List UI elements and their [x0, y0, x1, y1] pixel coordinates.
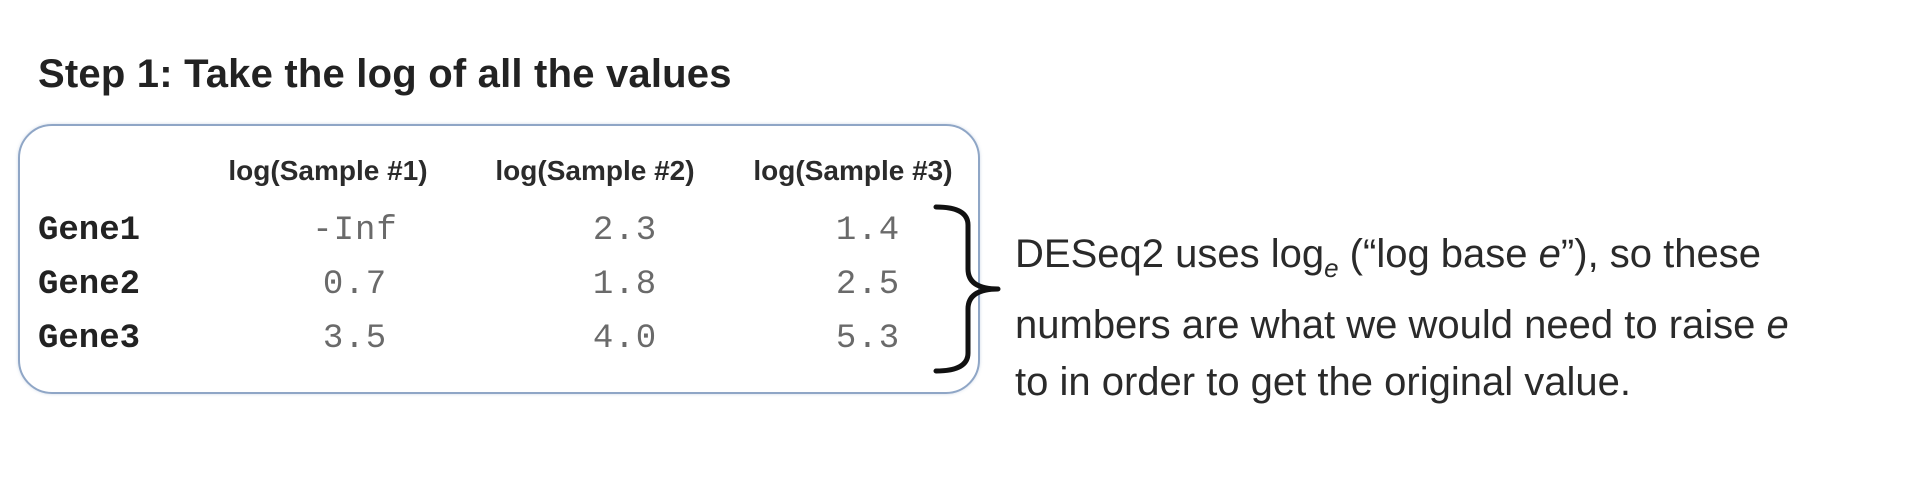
right-brace-icon	[933, 204, 1001, 374]
step-title: Step 1: Take the log of all the values	[38, 52, 732, 96]
table-cell: 2.5	[835, 266, 901, 304]
row-label-gene2: Gene2	[38, 266, 141, 304]
table-cell: 5.3	[835, 320, 901, 358]
note-line-3: to in order to get the original value.	[1015, 360, 1631, 404]
explanation-note: DESeq2 uses loge (“log base e”), so thes…	[1015, 226, 1915, 411]
table-cell: 1.8	[592, 266, 658, 304]
row-label-gene1: Gene1	[38, 212, 141, 250]
column-header-sample-3: log(Sample #3)	[753, 155, 953, 186]
table-cell: 2.3	[592, 212, 658, 250]
row-label-gene3: Gene3	[38, 320, 141, 358]
note-line-1: DESeq2 uses loge (“log base e”), so thes…	[1015, 232, 1761, 283]
table-cell: -Inf	[312, 212, 398, 250]
table-cell: 4.0	[592, 320, 658, 358]
log-table-box	[18, 124, 980, 394]
column-header-sample-2: log(Sample #2)	[495, 155, 695, 186]
table-cell: 1.4	[835, 212, 901, 250]
note-line-2: numbers are what we would need to raise …	[1015, 303, 1789, 347]
table-cell: 0.7	[322, 266, 388, 304]
column-header-sample-1: log(Sample #1)	[228, 155, 428, 186]
table-cell: 3.5	[322, 320, 388, 358]
